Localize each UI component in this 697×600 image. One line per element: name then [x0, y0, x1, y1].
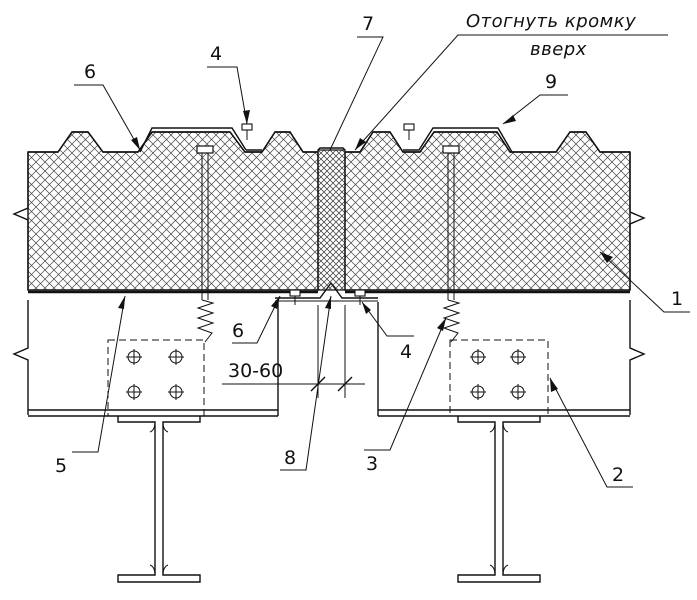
- label-4-top: 4: [210, 43, 222, 65]
- label-9: 9: [545, 71, 557, 93]
- bolts-left: [126, 349, 184, 400]
- label-6-top: 6: [84, 61, 96, 83]
- left-panel: [27, 131, 319, 294]
- leaders: [72, 34, 690, 488]
- label-5: 5: [55, 455, 67, 477]
- joint-flashing-cap: [139, 127, 513, 153]
- right-panel-top-sheet: [345, 131, 630, 153]
- rivet-bottom-left: [289, 289, 301, 305]
- left-panel-core: [27, 131, 319, 291]
- gap-dimension: 30-60: [222, 305, 365, 398]
- label-1: 1: [671, 288, 683, 310]
- break-line-left-panel: [12, 152, 29, 290]
- top-screw-right: [442, 145, 461, 343]
- left-beam: [12, 300, 279, 583]
- left-panel-top-sheet: [28, 131, 318, 153]
- break-line-right-panel: [629, 152, 646, 290]
- rivet-top-right: [403, 123, 415, 140]
- bottom-flashing-v: [275, 281, 378, 299]
- right-panel: [344, 131, 631, 294]
- rivet-bottom-right: [354, 289, 366, 305]
- label-8: 8: [284, 447, 296, 469]
- note-line-1: Отогнуть кромку: [466, 11, 636, 32]
- label-3: 3: [366, 453, 378, 475]
- right-panel-core: [344, 131, 631, 291]
- right-beam: [377, 300, 646, 583]
- gap-dimension-label: 30-60: [228, 360, 283, 382]
- bolts-right: [470, 349, 526, 400]
- label-7: 7: [362, 13, 374, 35]
- joint-insulation-fill: [317, 149, 346, 291]
- top-screw-left: [196, 145, 215, 343]
- label-6-bottom: 6: [232, 320, 244, 342]
- rivet-top-left: [241, 123, 253, 140]
- label-4-bottom: 4: [400, 341, 412, 363]
- note-line-2: вверх: [530, 39, 587, 60]
- label-2: 2: [612, 464, 624, 486]
